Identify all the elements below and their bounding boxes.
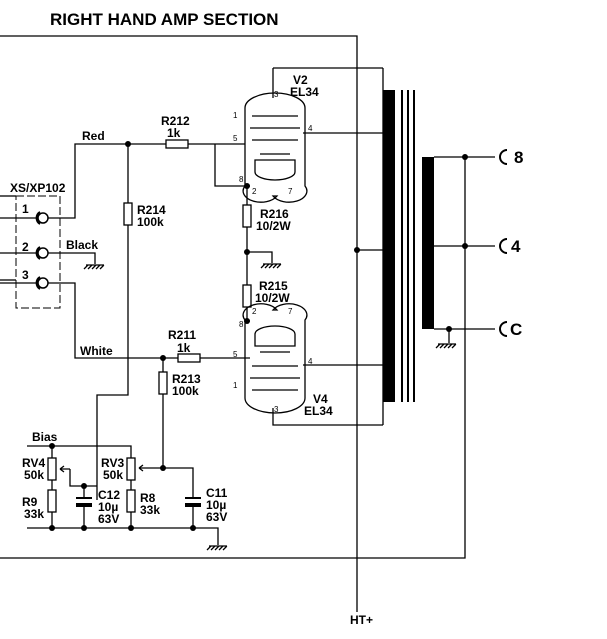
svg-text:C12: C12 (98, 488, 120, 502)
resistor-r215: R215 10/2W (242, 279, 290, 324)
svg-text:R212: R212 (161, 114, 190, 128)
svg-text:R8: R8 (140, 491, 156, 505)
svg-text:R216: R216 (260, 207, 289, 221)
svg-text:7: 7 (288, 307, 293, 316)
wire-label-white: White (80, 344, 113, 358)
svg-text:4: 4 (308, 357, 313, 366)
svg-text:63V: 63V (206, 510, 227, 524)
svg-text:8: 8 (239, 175, 244, 184)
svg-text:1: 1 (233, 381, 238, 390)
svg-text:R214: R214 (137, 203, 166, 217)
svg-text:R9: R9 (22, 495, 38, 509)
svg-text:8: 8 (239, 320, 244, 329)
wire-label-red: Red (82, 129, 105, 143)
svg-text:EL34: EL34 (290, 85, 319, 99)
resistor-r214: R214 100k (96, 144, 166, 500)
svg-text:C11: C11 (206, 486, 228, 500)
svg-text:3: 3 (274, 405, 279, 414)
bias-label: Bias (32, 430, 58, 444)
svg-text:R213: R213 (172, 372, 201, 386)
svg-text:50k: 50k (103, 468, 123, 482)
frame-wires (0, 35, 466, 612)
svg-text:5: 5 (233, 134, 238, 143)
resistor-r216: R216 10/2W (242, 186, 291, 285)
svg-text:33k: 33k (24, 507, 44, 521)
svg-text:1k: 1k (177, 341, 191, 355)
connector-pin-2: 2 (22, 240, 29, 254)
svg-text:50k: 50k (24, 468, 44, 482)
ground-black (83, 264, 105, 270)
svg-text:10/2W: 10/2W (255, 291, 290, 305)
resistor-r213: R213 100k (158, 358, 201, 468)
svg-text:RV3: RV3 (101, 456, 124, 470)
wire-label-black: Black (66, 238, 98, 252)
tap-com-label: C (510, 320, 522, 339)
svg-text:V4: V4 (313, 392, 328, 406)
svg-text:63V: 63V (98, 512, 119, 526)
svg-text:V2: V2 (293, 73, 308, 87)
svg-text:RV4: RV4 (22, 456, 45, 470)
connector-label: XS/XP102 (10, 181, 66, 195)
connector-pin-1: 1 (22, 202, 29, 216)
svg-text:5: 5 (233, 350, 238, 359)
svg-text:1k: 1k (167, 126, 181, 140)
svg-text:R211: R211 (168, 328, 196, 342)
svg-text:1: 1 (233, 111, 238, 120)
connector-pin-3: 3 (22, 268, 29, 282)
tap-8-label: 8 (514, 148, 523, 167)
svg-text:10µ: 10µ (98, 500, 118, 514)
ht-plus-label: HT+ (350, 613, 373, 627)
diagram-title: RIGHT HAND AMP SECTION (50, 10, 279, 29)
svg-text:2: 2 (252, 307, 257, 316)
connector-xs-xp102: XS/XP102 1 2 3 (0, 181, 66, 309)
tap-4-label: 4 (511, 237, 521, 256)
bias-network: Bias RV4 50k R9 33k C12 10µ 63V RV3 50k (22, 430, 228, 551)
svg-text:100k: 100k (172, 384, 199, 398)
output-transformer: 8 4 C (354, 68, 523, 425)
resistor-r211: R211 1k (166, 328, 245, 363)
svg-text:33k: 33k (140, 503, 160, 517)
svg-text:100k: 100k (137, 215, 164, 229)
svg-text:4: 4 (308, 124, 313, 133)
svg-text:3: 3 (274, 90, 279, 99)
svg-text:R215: R215 (259, 279, 288, 293)
valve-v4: V4 EL34 8 2 7 5 4 1 3 (233, 303, 383, 426)
svg-text:7: 7 (288, 187, 293, 196)
svg-text:10µ: 10µ (206, 498, 226, 512)
valve-v2: V2 EL34 1 3 4 5 8 2 7 (214, 67, 383, 203)
svg-text:10/2W: 10/2W (256, 219, 291, 233)
svg-text:2: 2 (252, 187, 257, 196)
resistor-r212: R212 1k (161, 114, 215, 149)
svg-text:EL34: EL34 (304, 404, 333, 418)
